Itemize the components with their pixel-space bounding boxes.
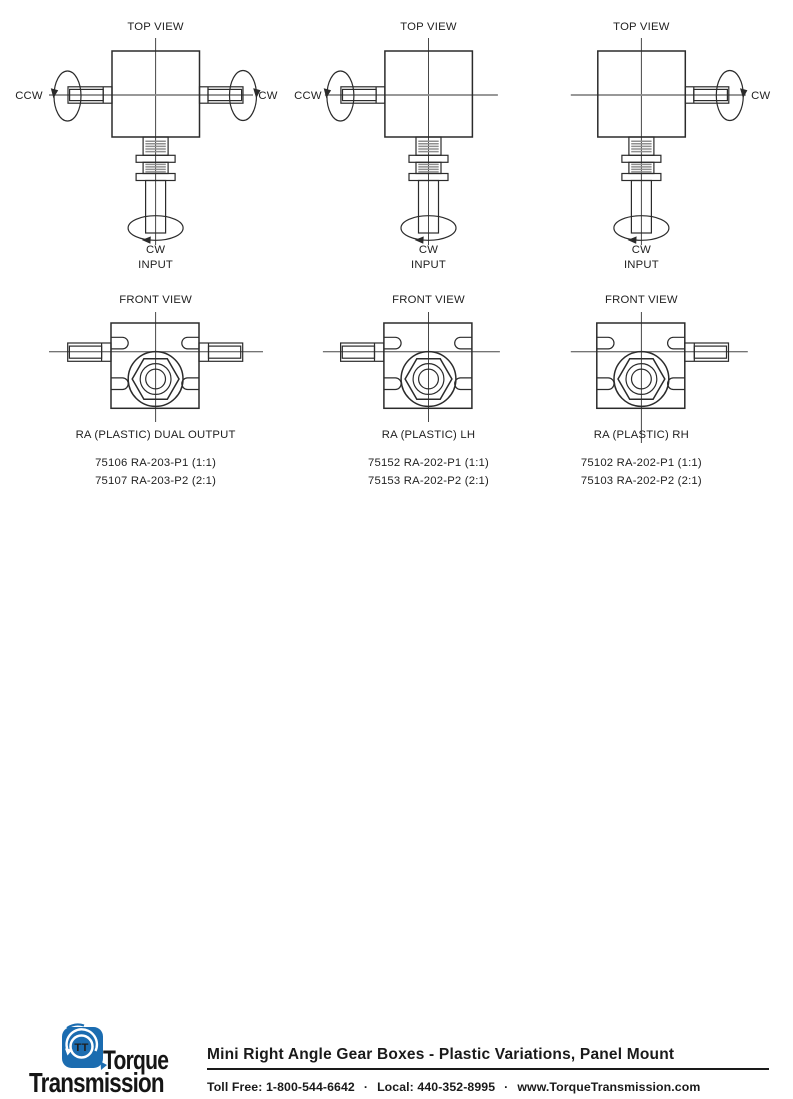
input-rotation-label: CW [419,244,438,256]
footer: TT Torque Transmission Mini Right Angle … [0,505,793,1098]
rotation-label-cw: CW [258,90,277,102]
hex-nut-boss [400,350,457,408]
mounting-notch-top-left [111,336,129,350]
top-view-rh: TOP VIEW CW [570,21,770,271]
mounting-notch-bottom-right [181,377,199,391]
part-number: 75106 RA-203-P1 (1:1) [95,457,216,469]
rotation-arrow-input [400,215,457,244]
front-view-label: FRONT VIEW [605,294,678,306]
input-shaft [630,179,652,234]
output-shaft-right [198,342,244,362]
top-view-label: TOP VIEW [400,21,457,33]
rotation-label-ccw: CCW [294,90,322,102]
part-number: 75152 RA-202-P1 (1:1) [368,457,489,469]
thread-hatch [418,163,439,173]
contact-line: Toll Free: 1-800-544-6642 · Local: 440-352… [207,1080,700,1094]
top-view-lh: TOP VIEW CCW [294,21,498,271]
mounting-notch-bottom-right [667,377,685,391]
hex-nut-boss [127,350,184,408]
logo-monogram: TT [74,1042,88,1054]
separator-dot: · [504,1080,509,1094]
output-shaft-left [67,86,113,104]
input-shaft [145,179,167,234]
output-shaft-left [339,342,385,362]
mounting-notch-bottom-left [596,377,615,391]
rotation-arrow-left [50,70,82,122]
output-shaft-left [67,342,112,362]
mounting-notch-top-right [181,336,199,350]
gearbox-body-front [383,322,473,410]
front-view-rh: FRONT VIEW [570,294,748,443]
separator-dot: · [363,1080,369,1094]
input-label: INPUT [411,259,446,271]
rotation-label-cw: CW [751,90,770,102]
mounting-notch-top-left [596,336,615,350]
logo-wordmark-transmission: Transmission [29,1067,165,1098]
mounting-notch-top-right [667,336,685,350]
top-view-label: TOP VIEW [127,21,184,33]
local-number: Local: 440-352-8995 [377,1080,496,1094]
website-url: www.TorqueTransmission.com [517,1080,701,1094]
thread-hatch [418,140,439,153]
mounting-notch-bottom-right [454,377,472,391]
input-rotation-label: CW [146,244,165,256]
column-left-hand: TOP VIEW CCW [294,21,500,487]
thread-hatch [145,140,166,153]
column-right-hand: TOP VIEW CW [570,21,770,487]
part-number: 75103 RA-202-P2 (2:1) [581,475,702,487]
mounting-notch-top-left [383,336,402,350]
front-view-label: FRONT VIEW [392,294,465,306]
part-number: 75102 RA-202-P1 (1:1) [581,457,702,469]
column-dual-output: TOP VIEW CCW CW [15,21,277,487]
gearbox-body-front [596,322,686,410]
input-label: INPUT [138,259,173,271]
output-shaft-right [684,342,730,362]
rotation-arrow-left [323,70,355,122]
part-number: 75107 RA-203-P2 (2:1) [95,475,216,487]
output-shaft-right [684,86,730,104]
rotation-arrow-input [127,215,184,244]
toll-free-number: Toll Free: 1-800-544-6642 [207,1080,355,1094]
front-view-lh: FRONT VIEW [322,294,500,422]
thread-hatch [631,140,652,153]
input-rotation-label: CW [632,244,651,256]
output-shaft-right [198,86,244,104]
part-number: 75153 RA-202-P2 (2:1) [368,475,489,487]
variant-label: RA (PLASTIC) RH [594,429,689,441]
top-view-label: TOP VIEW [613,21,670,33]
mounting-notch-bottom-left [383,377,402,391]
rotation-label-ccw: CCW [15,90,43,102]
mounting-notch-bottom-left [111,377,129,391]
front-view-label: FRONT VIEW [119,294,192,306]
rotation-arrow-input [613,215,670,244]
top-view-dual: TOP VIEW CCW CW [15,21,277,271]
panel-mount-stack [621,136,662,182]
input-shaft [417,179,440,234]
gearbox-drawing-sheet: TOP VIEW CCW CW [15,21,770,487]
variant-label: RA (PLASTIC) DUAL OUTPUT [76,429,236,441]
input-label: INPUT [624,259,659,271]
rotation-arrow-right [715,69,748,122]
title-divider [207,1068,769,1070]
hex-nut-boss [613,350,670,408]
variant-label: RA (PLASTIC) LH [382,429,475,441]
gearbox-body-front [110,322,200,410]
output-shaft-left [340,86,386,104]
rotation-arrow-right [228,69,261,122]
document-title: Mini Right Angle Gear Boxes - Plastic Va… [207,1046,675,1063]
mounting-notch-top-right [454,336,472,350]
thread-hatch [145,163,166,173]
front-view-dual: FRONT VIEW [49,294,263,422]
thread-hatch [631,163,652,173]
